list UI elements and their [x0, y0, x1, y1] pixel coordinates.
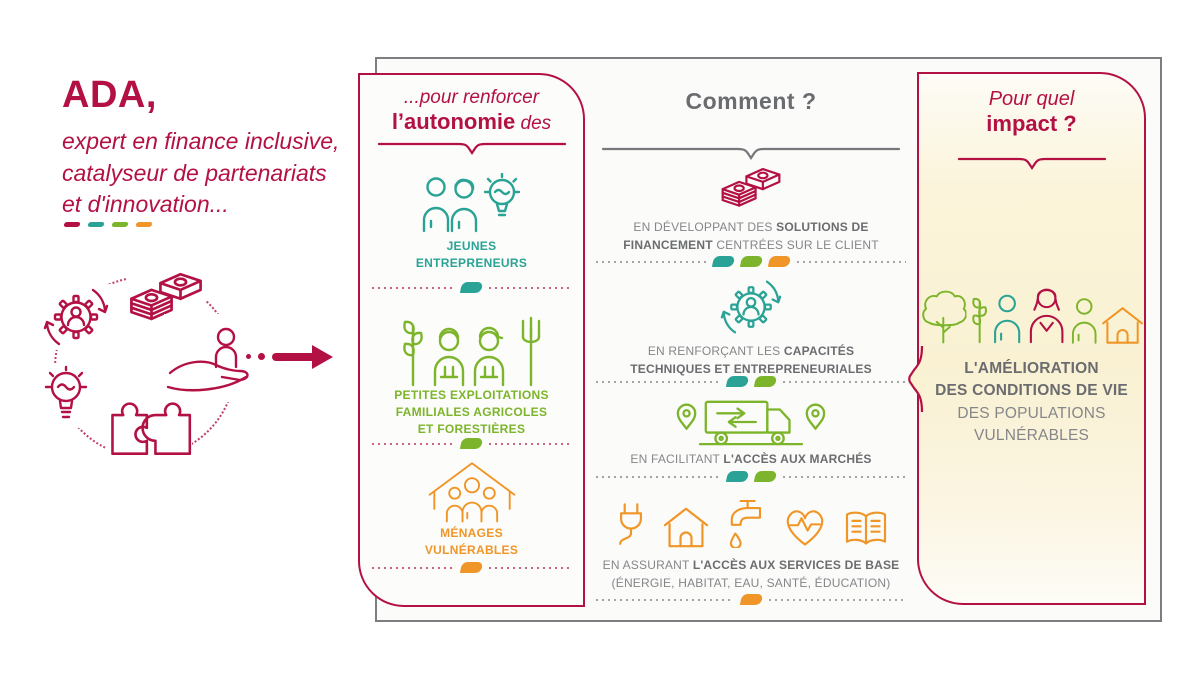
who-header: ...pour renforcer l’autonomie des	[391, 87, 552, 134]
arrow-dot	[246, 354, 251, 359]
woman-icon	[1029, 288, 1064, 344]
tagline-line: catalyseur de partenariats	[62, 159, 327, 186]
heart-pulse-icon	[786, 510, 824, 546]
tree-icon	[921, 290, 967, 344]
dash-teal	[87, 222, 105, 227]
how-item-text: EN ASSURANT L'ACCÈS AUX SERVICES DE BASE…	[602, 558, 900, 590]
house-icon	[1102, 307, 1144, 344]
bubble-orange	[459, 562, 484, 573]
bubble-green	[753, 471, 777, 482]
impact-panel: Pour quel impact ?	[908, 72, 1146, 605]
puzzle-pieces-icon	[106, 400, 192, 458]
family-farm-icon	[397, 315, 547, 387]
young-entrepreneurs-icon	[422, 173, 522, 233]
header-underline-chevron	[601, 146, 901, 162]
wheat-icon	[972, 297, 988, 344]
bubble-orange	[767, 256, 791, 267]
arrow-shaft	[272, 353, 316, 361]
separator-dotted	[371, 282, 572, 293]
separator-dotted	[596, 256, 906, 267]
who-item-label: PETITES EXPLOITATIONS FAMILIALES AGRICOL…	[394, 388, 549, 436]
brace-notch	[908, 346, 924, 412]
who-item-label: JEUNES ENTREPRENEURS	[415, 239, 528, 270]
impact-icons	[919, 284, 1144, 346]
bubble-green	[739, 256, 763, 267]
dash-green	[111, 222, 129, 227]
bubble-orange	[739, 594, 763, 605]
intro-tagline: expert en finance inclusive, catalyseur …	[62, 126, 339, 221]
basic-services-icons	[591, 498, 911, 548]
how-item-text: EN FACILITANT L'ACCÈS AUX MARCHÉS	[630, 452, 872, 466]
arrow-dot	[258, 353, 265, 360]
dash-orange	[135, 222, 153, 227]
book-icon	[845, 511, 887, 545]
how-item-text: EN DÉVELOPPANT DES SOLUTIONS DE FINANCEM…	[623, 220, 879, 252]
who-item-label: MÉNAGES VULNÉRABLES	[424, 526, 519, 557]
header-underline-chevron	[377, 141, 567, 157]
who-panel: ...pour renforcer l’autonomie des JEUNES	[358, 73, 585, 607]
dash-crimson	[63, 222, 81, 227]
gear-person-icon	[715, 276, 787, 338]
separator-dotted	[371, 438, 572, 449]
separator-dotted	[596, 471, 906, 482]
separator-dotted	[371, 562, 572, 573]
bubble-teal	[711, 256, 735, 267]
how-column: Comment ? EN DÉVELOPPANT DES SOLUTIONS D…	[591, 80, 911, 610]
house-icon	[663, 507, 709, 548]
how-item-text: EN RENFORÇANT LES CAPACITÉS TECHNIQUES E…	[630, 344, 872, 376]
delivery-truck-icon	[675, 396, 827, 448]
flow-arrow	[246, 345, 338, 369]
page-title: ADA,	[62, 74, 157, 116]
person-icon	[1071, 298, 1097, 344]
banknotes-icon	[719, 166, 783, 216]
tagline-line: et d'innovation...	[62, 191, 229, 218]
header-underline-chevron	[957, 156, 1107, 172]
bubble-teal	[459, 282, 484, 293]
separator-dotted	[596, 594, 906, 605]
person-icon	[994, 294, 1021, 344]
gear-person-icon	[38, 284, 114, 350]
impact-header: Pour quel impact ?	[986, 88, 1077, 136]
arrow-head	[312, 345, 333, 369]
color-dashes	[63, 222, 153, 227]
bubble-green	[753, 376, 777, 387]
impact-text: L'AMÉLIORATION DES CONDITIONS DE VIE DES…	[935, 360, 1128, 445]
separator-dotted	[596, 376, 906, 387]
vulnerable-household-icon	[414, 457, 530, 523]
tagline-line: expert en finance inclusive,	[62, 128, 340, 154]
bubble-teal	[725, 376, 749, 387]
how-header: Comment ?	[685, 88, 817, 114]
water-tap-icon	[729, 499, 762, 548]
plug-icon	[619, 503, 642, 545]
lightbulb-icon	[42, 364, 90, 428]
innovation-cluster	[24, 262, 344, 492]
bubble-green	[459, 438, 484, 449]
bubble-teal	[725, 471, 749, 482]
